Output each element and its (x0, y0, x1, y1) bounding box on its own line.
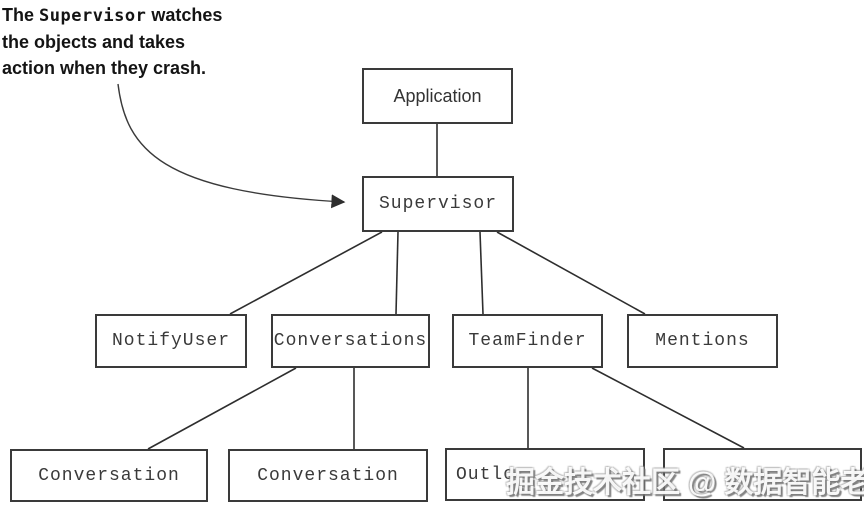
edge-supervisor-conversations (395, 231, 399, 315)
node-conversation-1: Conversation (10, 449, 208, 502)
node-supervisor: Supervisor (362, 176, 514, 232)
node-outlook-partial: Outlo (445, 448, 645, 501)
watermark-text: 掘金技术社区 @ 数据智能老司机 (506, 467, 864, 499)
node-mentions: Mentions (627, 314, 778, 368)
node-conversation-2-label: Conversation (257, 465, 399, 486)
node-obscured (663, 448, 862, 501)
node-application: Application (362, 68, 513, 124)
node-conversations-label: Conversations (273, 331, 428, 351)
annotation-arrow (117, 83, 346, 209)
annotation-line1-suffix: watches (146, 5, 223, 25)
node-team-finder-label: TeamFinder (468, 331, 587, 351)
node-supervisor-label: Supervisor (378, 194, 498, 214)
edge-conversations-conversation1 (147, 367, 297, 450)
annotation-line1-prefix: The (2, 5, 40, 25)
node-conversation-1-label: Conversation (38, 465, 180, 486)
annotation-line3: action when they crash. (2, 58, 207, 78)
annotation-line2: the objects and takes (2, 32, 186, 52)
node-team-finder: TeamFinder (452, 314, 603, 368)
annotation-supervisor-code: Supervisor (39, 6, 147, 26)
edge-supervisor-mentions (496, 231, 646, 315)
node-notify-user-label: NotifyUser (111, 331, 231, 351)
node-outlook-partial-label: Outlo (456, 464, 516, 485)
edge-supervisor-teamfinder (479, 231, 484, 315)
node-mentions-label: Mentions (655, 331, 750, 351)
edge-teamfinder-obscured (591, 367, 745, 449)
node-conversations: Conversations (271, 314, 430, 368)
edge-supervisor-notifyuser (229, 231, 383, 315)
annotation-note: The Supervisor watches the objects and t… (2, 2, 292, 81)
node-application-label: Application (393, 85, 482, 106)
node-notify-user: NotifyUser (95, 314, 247, 368)
node-conversation-2: Conversation (228, 449, 428, 502)
